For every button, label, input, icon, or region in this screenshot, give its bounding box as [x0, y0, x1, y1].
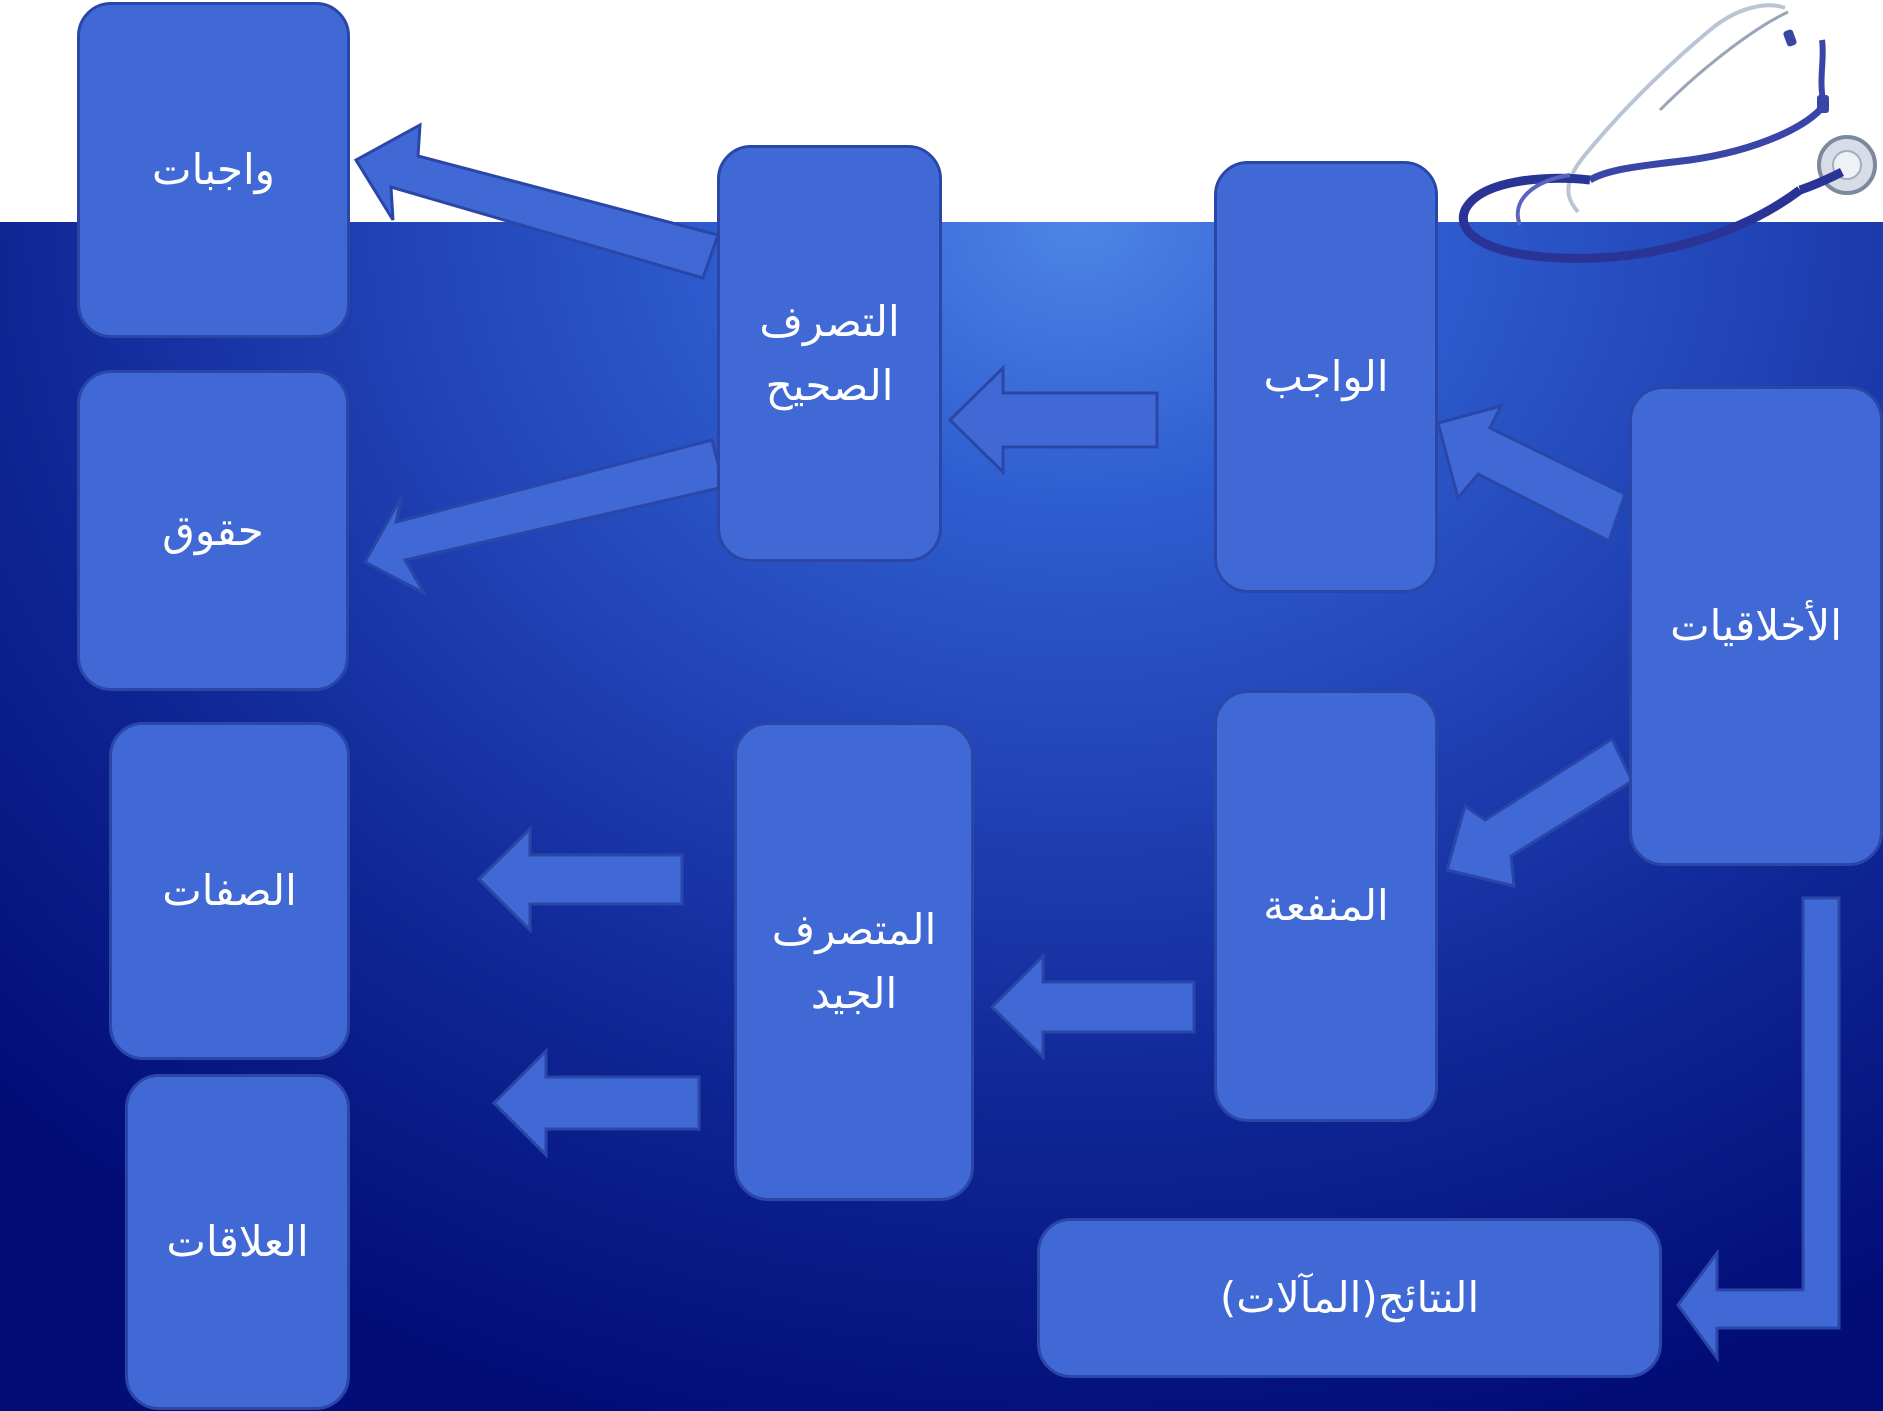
node-right-action: التصرف الصحيح — [717, 145, 942, 562]
node-relations: العلاقات — [125, 1074, 350, 1410]
node-utility: المنفعة — [1214, 690, 1438, 1122]
arrow-utility-to-good-agent — [989, 952, 1196, 1061]
arrow-right-action-to-rights — [362, 438, 726, 597]
node-duties: واجبات — [77, 2, 350, 338]
arrow-good-agent-to-relations — [491, 1047, 701, 1159]
node-ethics: الأخلاقيات — [1629, 386, 1883, 866]
arrow-ethics-to-utility — [1445, 736, 1634, 888]
node-rights: حقوق — [77, 370, 349, 691]
node-traits: الصفات — [109, 722, 350, 1060]
stethoscope-icon — [1458, 3, 1877, 263]
arrow-ethics-to-consequences — [1676, 896, 1841, 1363]
arrow-good-agent-to-traits — [476, 825, 684, 934]
node-good-agent: المتصرف الجيد — [734, 722, 974, 1201]
arrow-ethics-to-duty — [1436, 403, 1627, 544]
node-duty: الواجب — [1214, 161, 1438, 593]
arrow-duty-to-right-action — [947, 364, 1159, 476]
node-consequences: النتائج(المآلات) — [1037, 1218, 1662, 1378]
arrow-right-action-to-duties — [353, 122, 720, 280]
